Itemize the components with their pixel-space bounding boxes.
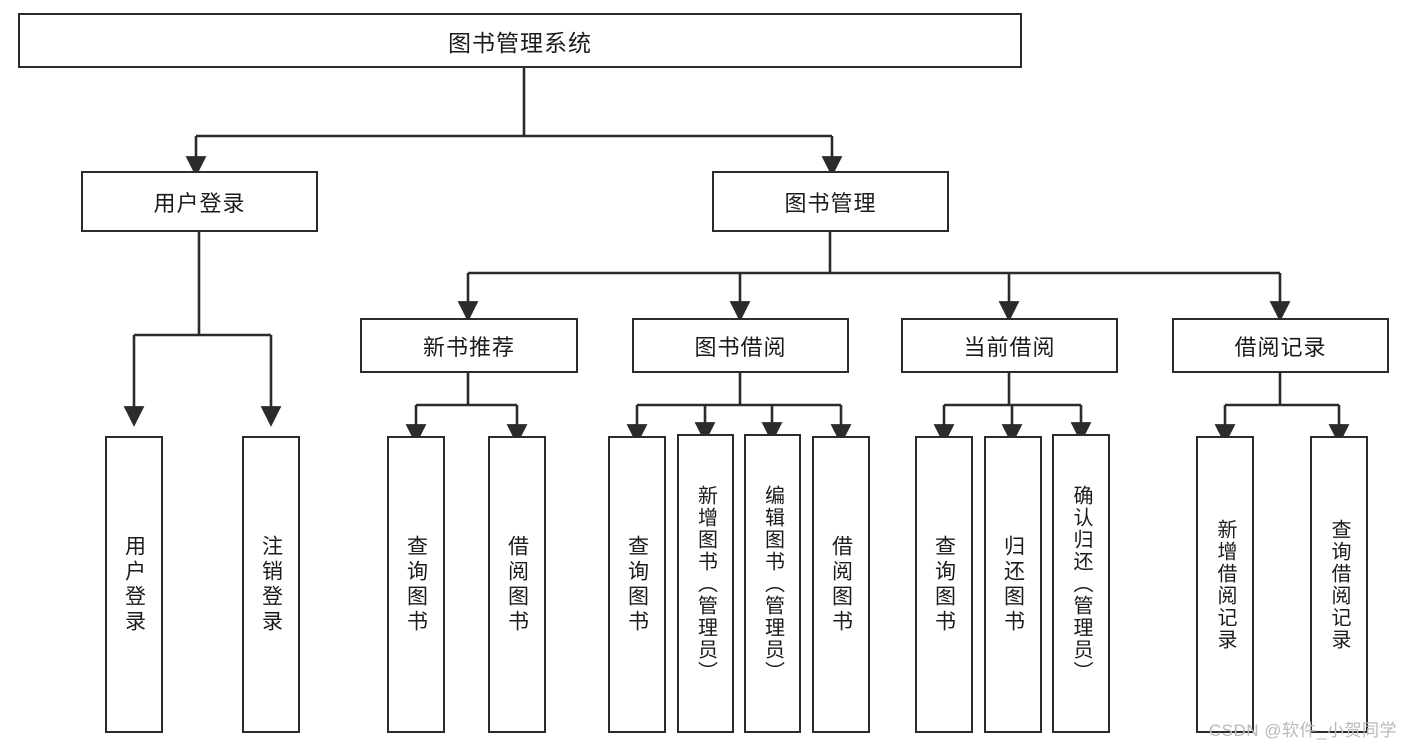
node-label: 新增图书（管理员） (694, 484, 717, 683)
leaf-new-book-query[interactable]: 查询图书 (387, 436, 445, 733)
watermark: CSDN @软件_小贺同学 (1208, 721, 1397, 740)
node-current-borrow[interactable]: 当前借阅 (901, 318, 1118, 373)
node-book-borrow[interactable]: 图书借阅 (632, 318, 849, 373)
node-label: 用户登录 (153, 190, 246, 216)
node-label: 借阅图书 (829, 534, 853, 635)
node-label: 新增借阅记录 (1214, 518, 1236, 651)
node-label: 图书借阅 (694, 334, 787, 360)
node-label: 图书管理系统 (448, 29, 592, 56)
leaf-current-borrow-query[interactable]: 查询图书 (915, 436, 973, 733)
node-label: 查询图书 (625, 534, 649, 635)
leaf-book-borrow-edit[interactable]: 编辑图书（管理员） (744, 434, 801, 733)
node-root-system[interactable]: 图书管理系统 (18, 13, 1022, 68)
node-borrow-record[interactable]: 借阅记录 (1172, 318, 1389, 373)
leaf-borrow-record-add[interactable]: 新增借阅记录 (1196, 436, 1254, 733)
node-label: 图书管理 (784, 190, 877, 216)
node-label: 用户登录 (122, 534, 146, 635)
node-user-login[interactable]: 用户登录 (81, 171, 318, 232)
node-label: 当前借阅 (963, 334, 1056, 360)
node-label: 新书推荐 (422, 334, 515, 360)
leaf-current-borrow-return[interactable]: 归还图书 (984, 436, 1042, 733)
leaf-user-login-login[interactable]: 用户登录 (105, 436, 163, 733)
node-label: 归还图书 (1001, 534, 1025, 635)
leaf-current-borrow-confirm-return[interactable]: 确认归还（管理员） (1052, 434, 1110, 733)
node-label: 借阅记录 (1234, 334, 1327, 360)
node-label: 查询借阅记录 (1328, 518, 1350, 651)
node-new-book-recommend[interactable]: 新书推荐 (360, 318, 578, 373)
node-book-management[interactable]: 图书管理 (712, 171, 949, 232)
leaf-user-login-logout[interactable]: 注销登录 (242, 436, 300, 733)
node-label: 查询图书 (932, 534, 956, 635)
node-label: 确认归还（管理员） (1070, 484, 1092, 683)
node-label: 注销登录 (259, 534, 283, 635)
leaf-book-borrow-borrow[interactable]: 借阅图书 (812, 436, 870, 733)
node-label: 编辑图书（管理员） (761, 484, 784, 683)
node-label: 查询图书 (404, 534, 428, 635)
leaf-book-borrow-query[interactable]: 查询图书 (608, 436, 666, 733)
node-label: 借阅图书 (505, 534, 529, 635)
leaf-book-borrow-add[interactable]: 新增图书（管理员） (677, 434, 734, 733)
leaf-borrow-record-query[interactable]: 查询借阅记录 (1310, 436, 1368, 733)
leaf-new-book-borrow[interactable]: 借阅图书 (488, 436, 546, 733)
